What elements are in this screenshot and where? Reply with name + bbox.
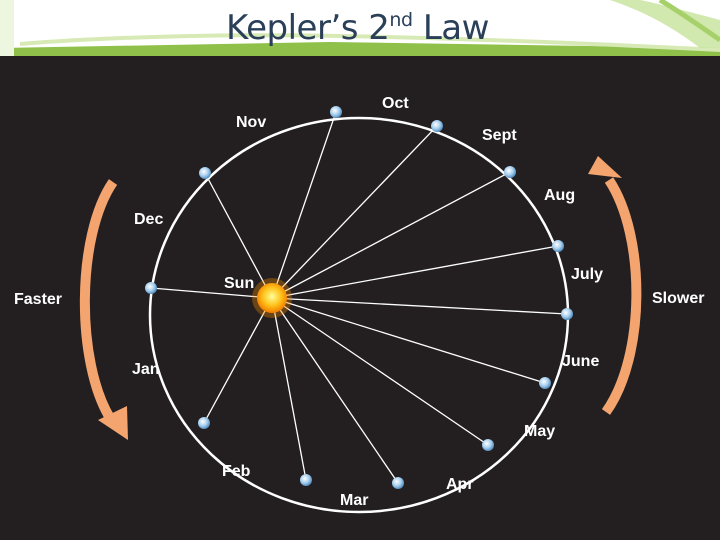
planet-dot (330, 106, 342, 118)
month-label: June (562, 353, 599, 370)
ray-line (271, 297, 568, 315)
month-label: Feb (222, 463, 251, 480)
planet-dot (561, 308, 573, 320)
month-label: Oct (382, 95, 409, 112)
ray-line (271, 125, 438, 299)
ray-line (150, 287, 273, 299)
title-decoration (0, 0, 720, 56)
planet-dot (504, 166, 516, 178)
ray-line (271, 297, 399, 484)
month-label: July (571, 266, 603, 283)
title-rest: Law (412, 8, 490, 48)
title-bar: Kepler’s 2nd Law (0, 0, 720, 56)
faster-arrow (79, 179, 128, 440)
planet-dot (145, 282, 157, 294)
month-label: Dec (134, 211, 163, 228)
leaf-shape (610, 0, 720, 48)
orbit-ellipse (148, 116, 570, 514)
planet-dot (199, 167, 211, 179)
slower-arrowhead-icon (588, 156, 622, 178)
faster-arrow-shaft (79, 179, 118, 421)
slower-arrow (588, 156, 642, 415)
month-label: May (524, 423, 555, 440)
planet-dot (392, 477, 404, 489)
title-main: Kepler’s 2 (226, 8, 390, 48)
month-label: Sept (482, 127, 517, 144)
month-label: Jan (132, 361, 160, 378)
month-label: Apr (446, 476, 474, 493)
planet-dot (431, 120, 443, 132)
faster-arrowhead-icon (98, 406, 128, 440)
ray-line (271, 297, 489, 446)
month-labels: Oct Sept Aug July June May Apr Mar Feb J… (132, 95, 603, 509)
slower-label: Slower (652, 290, 704, 307)
slower-arrow-shaft (601, 177, 642, 415)
planet-dot (539, 377, 551, 389)
slide-title: Kepler’s 2nd Law (226, 8, 489, 48)
ray-line (271, 111, 337, 299)
ray-line (271, 297, 307, 481)
swoosh-highlight (19, 33, 720, 52)
left-edge-tint (0, 0, 14, 56)
radius-lines (150, 111, 568, 484)
sun-icon (252, 278, 292, 318)
title-superscript: nd (389, 9, 413, 31)
ray-line (271, 245, 559, 299)
planet-dot (482, 439, 494, 451)
sun-label: Sun (224, 275, 254, 292)
ray-line (271, 171, 511, 299)
leaf-stem (658, 0, 720, 43)
planet-dot (552, 240, 564, 252)
month-label: Aug (544, 187, 575, 204)
planet-dot (198, 417, 210, 429)
month-label: Mar (340, 492, 368, 509)
faster-label: Faster (14, 291, 62, 308)
month-label: Nov (236, 114, 266, 131)
ray-line (204, 172, 273, 299)
planet-dot (300, 474, 312, 486)
ray-line (203, 297, 273, 424)
ray-line (271, 297, 546, 384)
green-swoosh (0, 42, 720, 56)
planet-positions (145, 106, 573, 489)
orbit-diagram: Sun Oct Sept Aug July June May Apr Mar F… (0, 56, 720, 540)
orbit-svg: Sun Oct Sept Aug July June May Apr Mar F… (14, 95, 704, 514)
